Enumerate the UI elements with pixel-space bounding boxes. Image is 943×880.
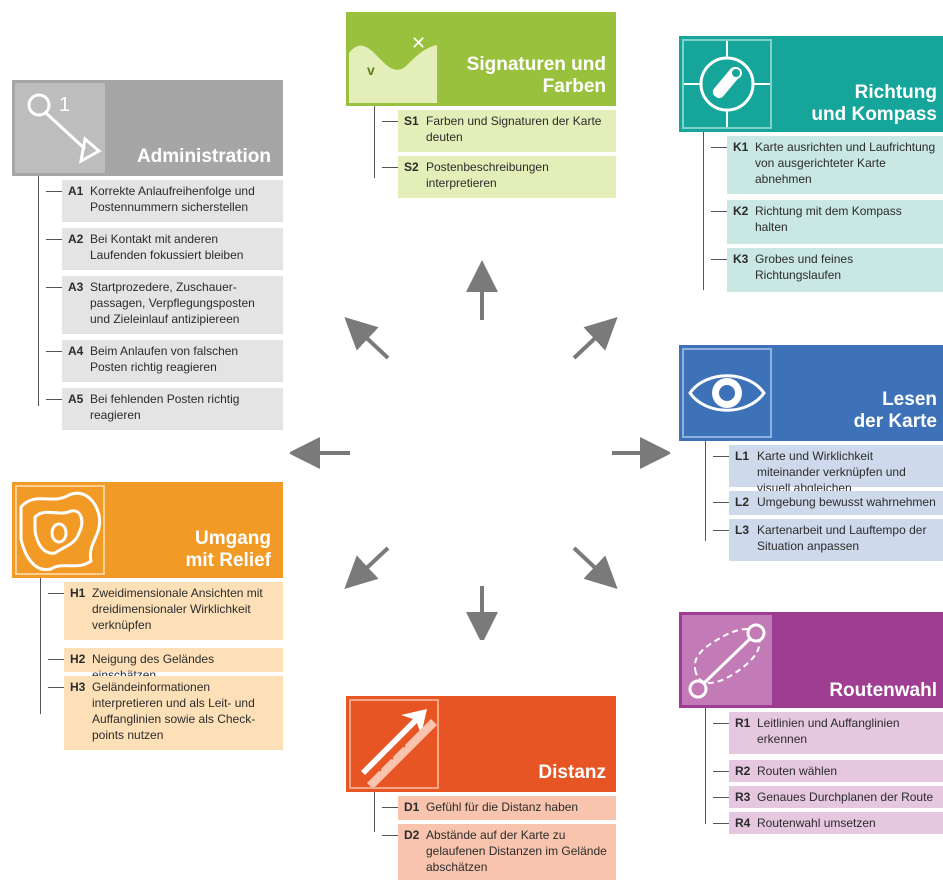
tree-line — [705, 708, 706, 824]
richtung-header: Richtung und Kompass — [679, 36, 943, 132]
richtung-title: Richtung und Kompass — [811, 82, 937, 125]
tree-line — [38, 176, 39, 406]
administration-title: Administration — [136, 146, 271, 167]
arrow-up-right — [572, 317, 618, 360]
route-icon — [682, 615, 772, 705]
tree-line — [705, 441, 706, 541]
compass-icon — [682, 39, 772, 129]
arrow-up-left — [344, 317, 390, 360]
svg-text:1: 1 — [59, 94, 70, 116]
tree-line — [40, 578, 41, 714]
routenwahl-title: Routenwahl — [829, 680, 937, 701]
eye-icon — [682, 348, 772, 438]
administration-header: 1 Administration — [12, 80, 283, 176]
course-diagram-icon: 1 — [15, 83, 105, 173]
center-arrows — [290, 260, 670, 640]
svg-text:v: v — [367, 62, 375, 78]
lesen-header: Lesen der Karte — [679, 345, 943, 441]
distanz-header: Distanz — [346, 696, 616, 792]
distanz-title: Distanz — [538, 762, 606, 783]
tree-line — [374, 792, 375, 832]
lesen-title: Lesen der Karte — [853, 389, 937, 432]
arrow-down-right — [572, 546, 618, 589]
ruler-arrow-icon — [349, 699, 439, 789]
routenwahl-header: Routenwahl — [679, 612, 943, 708]
contour-lines-icon — [15, 485, 105, 575]
signaturen-title: Signaturen und Farben — [466, 54, 606, 97]
tree-line — [703, 132, 704, 290]
arrow-down-left — [344, 546, 390, 589]
umgang-header: Umgang mit Relief — [12, 482, 283, 578]
signaturen-header: ✕ v Signaturen und Farben — [346, 12, 616, 106]
umgang-title: Umgang mit Relief — [185, 528, 271, 571]
tree-line — [374, 106, 375, 178]
svg-text:✕: ✕ — [411, 33, 426, 54]
map-symbol-icon: ✕ v — [349, 15, 437, 103]
